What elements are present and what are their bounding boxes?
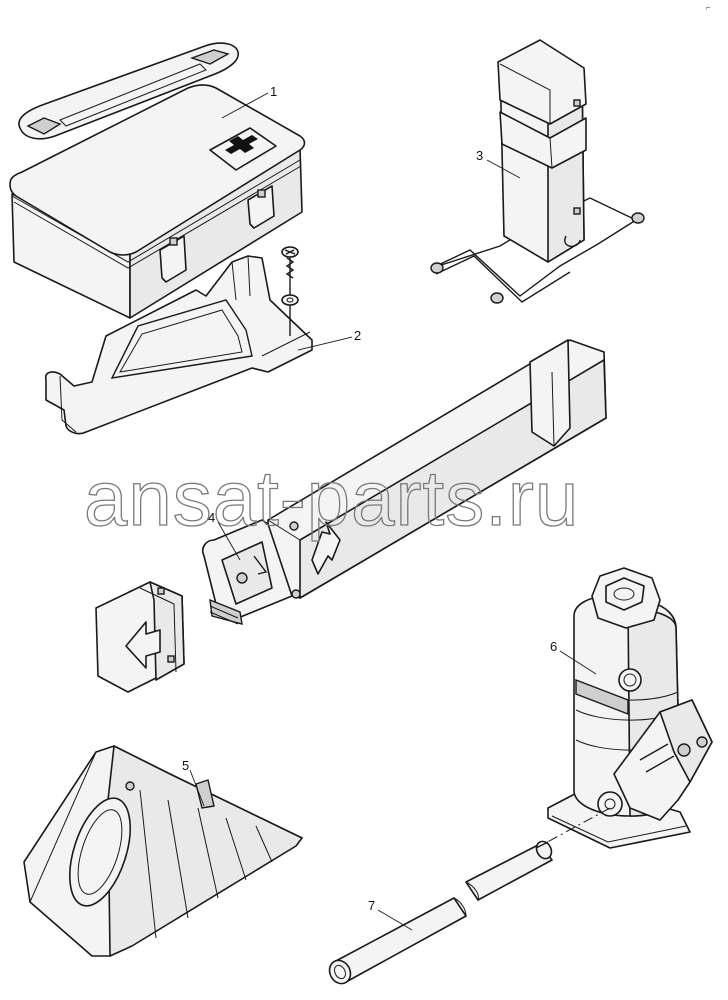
callout-label-2: 2 [354, 328, 361, 343]
watermark: ansat-parts.ru [84, 454, 579, 542]
callout-3: 3 [476, 148, 521, 179]
callout-4: 4 [208, 510, 241, 561]
wheel-chock [23, 745, 303, 957]
jack-handle [328, 840, 553, 985]
first-aid-kit-bracket [44, 246, 313, 435]
callout-label-1: 1 [270, 84, 277, 99]
strap [18, 42, 239, 140]
warning-triangle-box [95, 581, 185, 693]
callout-6: 6 [550, 639, 597, 675]
corner-mark: ⌐ [706, 3, 711, 12]
callout-label-7: 7 [368, 898, 375, 913]
first-aid-kit [9, 84, 306, 319]
callout-label-5: 5 [182, 758, 189, 773]
callout-label-4: 4 [208, 510, 215, 525]
callout-5: 5 [182, 758, 205, 807]
warning-triangle-tube [201, 339, 607, 625]
bottle-jack [539, 567, 713, 849]
callout-label-6: 6 [550, 639, 557, 654]
callout-1: 1 [221, 84, 277, 119]
warning-triangle-case [430, 39, 645, 304]
callout-7: 7 [368, 898, 413, 931]
callout-2: 2 [297, 328, 361, 351]
callout-label-3: 3 [476, 148, 483, 163]
